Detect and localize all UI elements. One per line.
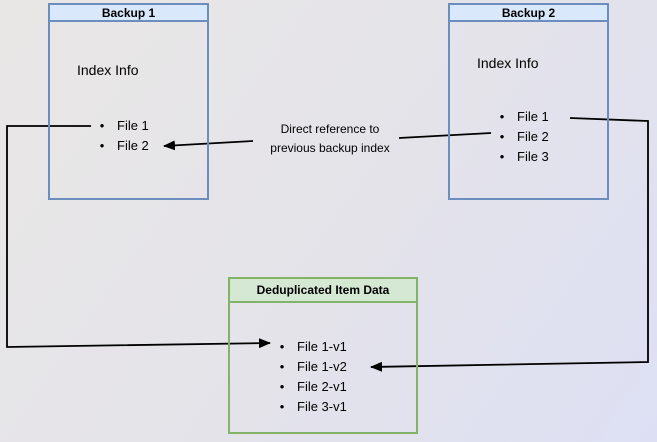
bullet-icon (494, 147, 510, 167)
bullet-icon (274, 357, 290, 377)
file-label: File 1 (517, 109, 549, 124)
file-label: File 1 (117, 118, 149, 133)
bullet-icon (274, 337, 290, 357)
bullet-icon (94, 116, 110, 136)
node-backup-2: Backup 2 Index Info File 1 File 2 File 3 (448, 3, 609, 200)
file-label: File 1-v1 (297, 339, 347, 354)
file-list-item: File 2 (94, 136, 149, 156)
edge-label-line: Direct reference to (280, 122, 380, 136)
node-dedup-title: Deduplicated Item Data (256, 283, 390, 297)
file-label: File 2 (517, 129, 549, 144)
bullet-icon (494, 107, 510, 127)
edge-label-direct-reference: Direct reference to previous backup inde… (250, 120, 410, 158)
node-dedup-header: Deduplicated Item Data (230, 279, 416, 303)
file-list-item: File 1-v2 (274, 357, 347, 377)
edge-label-line: previous backup index (270, 141, 390, 155)
node-backup-2-header: Backup 2 (450, 5, 607, 22)
file-list-item: File 3-v1 (274, 397, 347, 417)
file-list-item: File 1 (94, 116, 149, 136)
file-label: File 1-v2 (297, 359, 347, 374)
file-list-item: File 1-v1 (274, 337, 347, 357)
dedup-file-list: File 1-v1 File 1-v2 File 2-v1 File 3-v1 (274, 337, 347, 417)
node-backup-1: Backup 1 Index Info File 1 File 2 (48, 3, 209, 200)
file-list-item: File 2 (494, 127, 549, 147)
bullet-icon (494, 127, 510, 147)
file-label: File 2 (117, 138, 149, 153)
file-label: File 2-v1 (297, 379, 347, 394)
file-label: File 3-v1 (297, 399, 347, 414)
backup-1-file-list: File 1 File 2 (94, 116, 149, 156)
backup-2-file-list: File 1 File 2 File 3 (494, 107, 549, 167)
node-deduplicated-item-data: Deduplicated Item Data File 1-v1 File 1-… (228, 277, 418, 434)
bullet-icon (274, 397, 290, 417)
file-list-item: File 3 (494, 147, 549, 167)
node-backup-2-title: Backup 2 (501, 5, 556, 20)
node-backup-1-title: Backup 1 (101, 5, 156, 20)
backup-1-index-info-label: Index Info (77, 62, 139, 78)
backup-2-index-info-label: Index Info (477, 55, 539, 71)
node-backup-1-header: Backup 1 (50, 5, 207, 22)
file-label: File 3 (517, 149, 549, 164)
bullet-icon (94, 136, 110, 156)
file-list-item: File 2-v1 (274, 377, 347, 397)
bullet-icon (274, 377, 290, 397)
file-list-item: File 1 (494, 107, 549, 127)
